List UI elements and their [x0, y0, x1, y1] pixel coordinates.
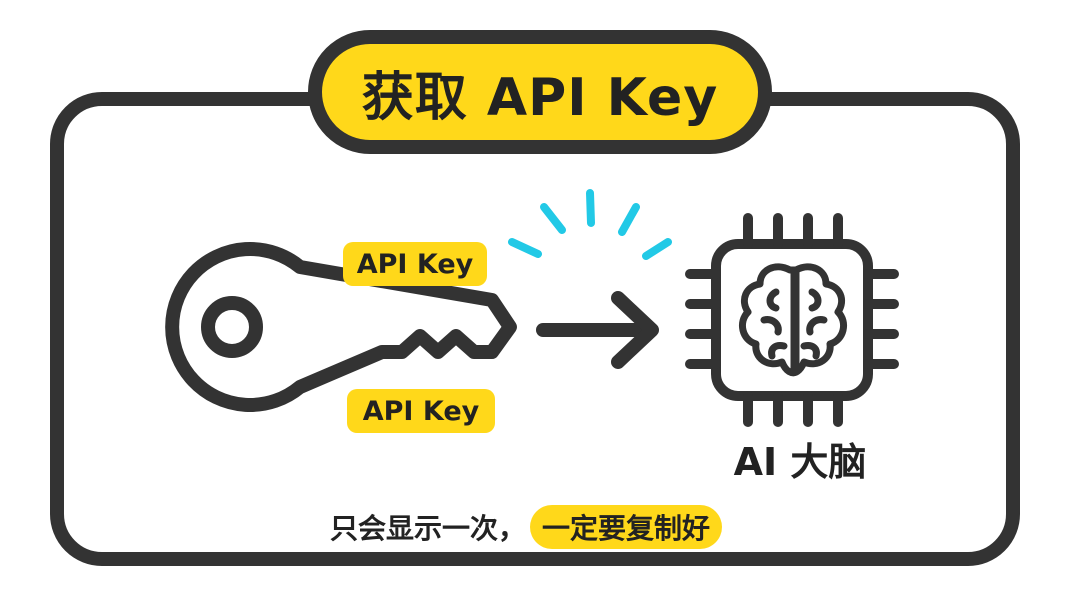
key-label-bottom: API Key	[347, 389, 495, 433]
brain-icon	[738, 263, 848, 377]
title-pill: 获取 API Key	[308, 30, 772, 154]
page-title: 获取 API Key	[361, 67, 719, 128]
ai-brain-label: AI 大脑	[733, 439, 867, 484]
arrow-right-icon	[536, 291, 659, 369]
note-text: 只会显示一次，	[330, 512, 527, 545]
key-label-top: API Key	[343, 242, 487, 286]
chip-icon	[685, 213, 899, 427]
sparkle-icon	[508, 189, 672, 260]
note: 只会显示一次， 一定要复制好	[330, 502, 723, 552]
note-highlight: 一定要复制好	[530, 505, 723, 549]
key-icon	[165, 242, 517, 412]
